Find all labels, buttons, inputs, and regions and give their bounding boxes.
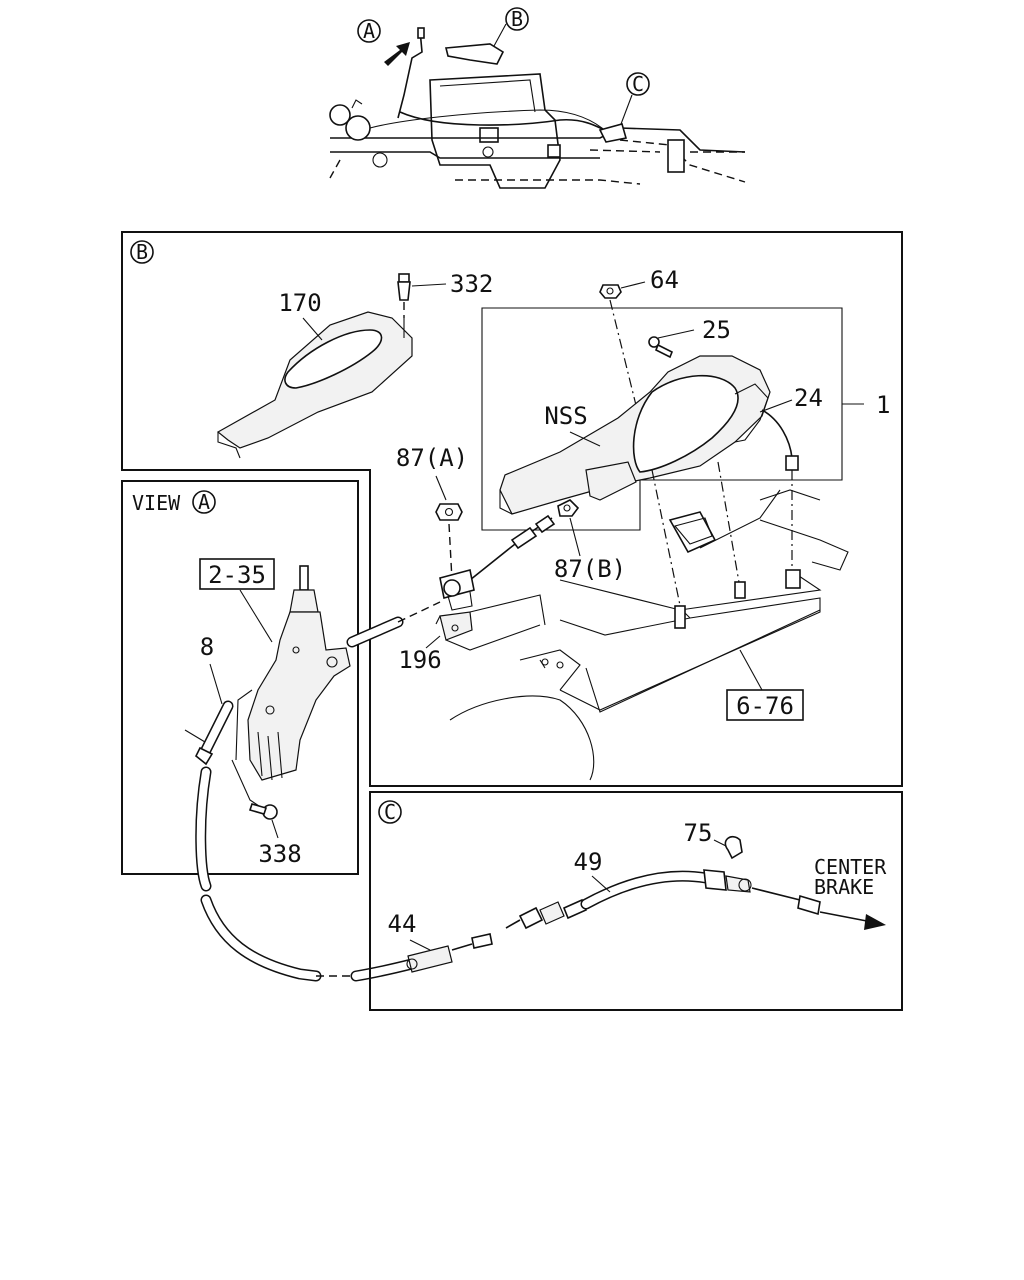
label-1: 1 xyxy=(876,391,890,419)
part-170-console-cover xyxy=(216,311,413,459)
brake-label: BRAKE xyxy=(814,875,874,899)
part-44-cable-end xyxy=(406,933,493,973)
ref-box-2-35 xyxy=(199,558,275,590)
label-24: 24 xyxy=(794,384,823,412)
cable-adjuster xyxy=(439,514,556,611)
label-8: 8 xyxy=(200,633,214,661)
callout-a-circle xyxy=(357,19,381,43)
view-arrow-icon xyxy=(384,42,410,66)
label-196: 196 xyxy=(398,646,441,674)
section-c-marker: C xyxy=(384,800,396,824)
section-b-frame xyxy=(121,231,903,787)
view-a-frame xyxy=(121,480,359,875)
ref-box-6-76 xyxy=(726,689,804,721)
callout-c-label: C xyxy=(632,72,644,96)
part-1-center-console xyxy=(499,355,799,515)
label-338: 338 xyxy=(258,840,301,868)
callout-b-label: B xyxy=(511,7,523,31)
view-a-circle xyxy=(192,490,216,514)
center-brake-direction-arrow xyxy=(819,911,873,923)
label-87b: 87(B) xyxy=(554,555,626,583)
label-44: 44 xyxy=(388,910,417,938)
part-196-bracket xyxy=(435,611,541,651)
overview-illustration: A B C xyxy=(329,7,746,189)
part-25-screw xyxy=(648,336,674,359)
callout-c-circle xyxy=(626,72,650,96)
label-64: 64 xyxy=(650,266,679,294)
label-6-76: 6-76 xyxy=(736,692,794,720)
section-b-marker: B xyxy=(136,240,148,264)
part-49-rear-cable xyxy=(505,869,821,930)
label-25: 25 xyxy=(702,316,731,344)
label-nss: NSS xyxy=(544,402,587,430)
section-c-frame xyxy=(369,791,903,1011)
arrow-head-icon xyxy=(864,914,886,930)
view-a-title: VIEW xyxy=(132,491,181,515)
center-label: CENTER xyxy=(814,855,887,879)
label-75: 75 xyxy=(684,819,713,847)
callout-b-circle xyxy=(505,7,529,31)
part-64-nut xyxy=(599,284,622,299)
callout-a-label: A xyxy=(363,19,375,43)
part-87b-nut xyxy=(557,499,580,517)
label-332: 332 xyxy=(450,270,493,298)
section-b-circle xyxy=(130,240,154,264)
parking-brake-lever xyxy=(235,565,351,781)
label-170: 170 xyxy=(278,289,321,317)
part-75-clip xyxy=(724,835,743,860)
part-6-76-floor-bracket xyxy=(449,489,849,781)
part-332-clip xyxy=(397,273,411,301)
label-87a: 87(A) xyxy=(396,444,468,472)
label-49: 49 xyxy=(574,848,603,876)
view-a-marker: A xyxy=(198,490,210,514)
part-87a-nut xyxy=(435,503,463,521)
label-2-35: 2-35 xyxy=(208,561,266,589)
section-c-circle xyxy=(378,800,402,824)
part-338-screw xyxy=(248,803,278,820)
